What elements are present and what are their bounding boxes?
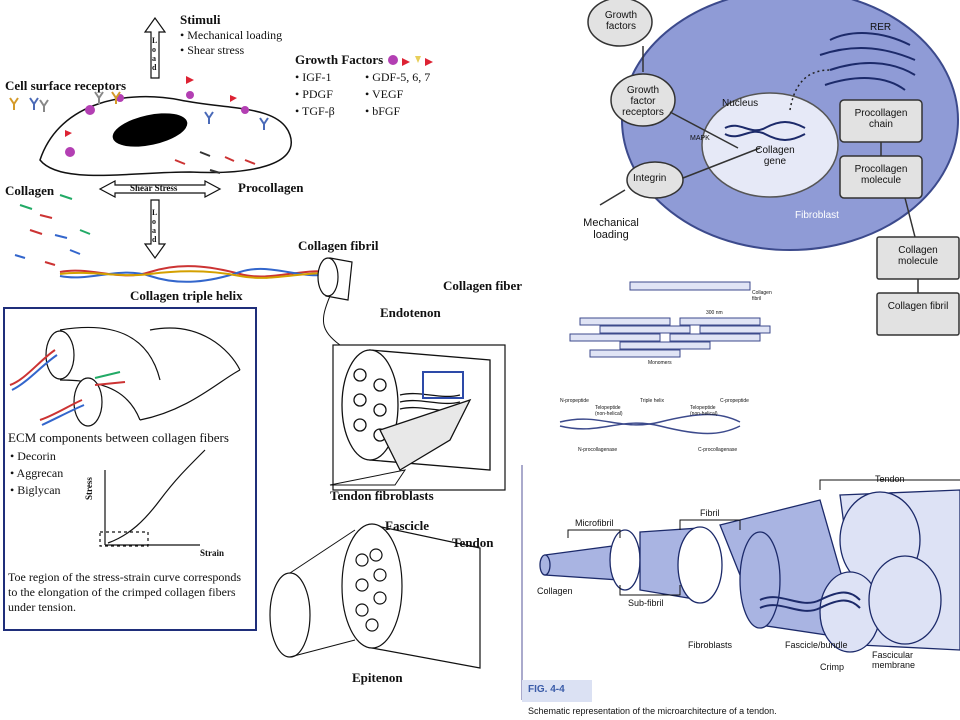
crimp-label: Crimp [820, 662, 844, 672]
collagen-fibril-cylinder [317, 257, 353, 301]
mapk-label: MAPK [690, 135, 710, 142]
tendon-cylinder [341, 523, 481, 669]
collagen-fiber-label: Collagen fiber [443, 278, 523, 293]
fascicle-small-cylinder [269, 572, 311, 658]
crimp-waves [759, 591, 861, 612]
fibril-bars [569, 281, 771, 358]
nucleus-label: Nucleus [722, 98, 759, 109]
collagen-gene-label: Collagen gene [755, 145, 795, 167]
tendon-caption: Schematic representation of the microarc… [528, 706, 777, 716]
procollagen-molecule-box: Procollagen molecule [854, 164, 908, 186]
proc-boxes [839, 99, 960, 336]
n-procollagenase-label: N-procollagenase [578, 447, 618, 453]
collagen-triple-helix-label: Collagen triple helix [130, 288, 243, 303]
fibril-label: Fibril [700, 508, 720, 518]
c-propeptide-label: C-propeptide [720, 398, 749, 404]
collagen-label: Collagen [5, 183, 55, 198]
monomers-label: Monomers [648, 360, 672, 366]
fig-label-bg [522, 680, 592, 702]
stress-axis-label: Stress [84, 477, 94, 500]
epitenon-label: Epitenon [352, 670, 403, 685]
load-bottom-label: Load [152, 208, 158, 244]
ecm-panel [3, 307, 257, 631]
collagen-fibril-label: Collagen fibril [298, 238, 379, 253]
fibril-leader [322, 295, 341, 346]
integrin-node: Integrin [633, 173, 667, 184]
collagen-scattered [14, 194, 91, 266]
tendon-fibroblasts-label: Tendon fibroblasts [330, 488, 434, 503]
ecm-fibers [45, 326, 241, 427]
collagen-molecule-box: Collagen molecule [897, 245, 939, 267]
tendon-label: Tendon [452, 535, 494, 550]
stimuli-item-2: • Shear stress [180, 43, 245, 57]
shear-stress-label: Shear Stress [130, 183, 178, 193]
ecm-title: ECM components between collagen fibers [8, 430, 229, 445]
fibroblast-pointer [329, 469, 407, 486]
c-procollagenase-label: C-procollagenase [698, 447, 738, 453]
stimuli-item-1: • Mechanical loading [180, 28, 283, 42]
sub-fibril-label: Sub-fibril [628, 598, 664, 608]
fibroblast-label: Fibroblast [795, 210, 839, 221]
fibril-diagram-title: Collagen fibril [752, 290, 772, 302]
n-propeptide-label: N-propeptide [560, 398, 589, 404]
mechanical-loading-label: Mechanical loading [583, 217, 639, 241]
procollagen-strands [174, 151, 256, 174]
fascicular-membrane-label: Fascicular membrane [872, 650, 916, 670]
endotenon-label: Endotenon [380, 305, 441, 320]
triple-helix-strand [559, 413, 741, 426]
growth-factors-node: Growth factors [604, 10, 638, 32]
fascicle-label: Fascicle [385, 518, 430, 533]
load-arrow-top [143, 16, 167, 79]
procollagen-label: Procollagen [238, 180, 304, 195]
ecm-strands [9, 349, 126, 426]
fibro-arrows [599, 46, 919, 293]
fibroblasts-label: Fibroblasts [688, 640, 733, 650]
shear-stress-arrow [98, 180, 222, 198]
growth-factors-title: Growth Factors [295, 52, 384, 67]
load-arrow-bottom [143, 199, 167, 260]
strain-axis-label: Strain [200, 548, 225, 558]
procollagen-chain-box: Procollagen chain [854, 108, 908, 130]
nucleus-ellipse [701, 92, 839, 198]
fascicle-leaders [289, 529, 356, 658]
growth-factors-col1: • IGF-1 • PDGF • TGF-β [295, 70, 335, 118]
collagen-gene-helix [724, 121, 806, 141]
fig-label: FIG. 4-4 [528, 684, 565, 695]
ecm-list: • Decorin • Aggrecan • Biglycan [10, 449, 64, 497]
tendon-fig-tendon-label: Tendon [875, 474, 905, 484]
fascicle-bundle-label: Fascicle/bundle [785, 640, 848, 650]
tendon-brackets [567, 479, 960, 596]
growth-factors-col2: • GDF-5, 6, 7 • VEGF • bFGF [365, 70, 431, 118]
triple-helix-strand-2 [559, 422, 741, 435]
triple-helix-label: Triple helix [640, 398, 664, 404]
telopeptide-left-label: Telopeptide (non-helical) [595, 405, 623, 417]
toe-caption: Toe region of the stress-strain curve co… [8, 570, 242, 614]
microfibril-label: Microfibril [575, 518, 614, 528]
load-top-label: Load [152, 36, 158, 72]
gf-receptors-node: Growth factor receptors [622, 85, 664, 118]
collagen-triple-helix [59, 265, 331, 283]
collagen-fiber-box [332, 344, 506, 491]
cell-nucleus [112, 113, 188, 147]
spacing-label: 300 nm [706, 310, 723, 316]
receptors-decoration [9, 55, 433, 157]
collagen-fibril-box: Collagen fibril [887, 301, 949, 312]
collagen-fig-label: Collagen [537, 586, 573, 596]
collagen-fiber-cylinder [341, 349, 491, 471]
telopeptide-right-label: Telopeptide (non-helical) [690, 405, 718, 417]
stimuli-title: Stimuli [180, 12, 221, 27]
cell-surface-receptors-label: Cell surface receptors [5, 78, 127, 93]
rer-membranes [819, 32, 916, 91]
gf-circles [587, 0, 684, 199]
stress-strain-axes [99, 449, 206, 547]
rer-label: RER [870, 22, 892, 33]
